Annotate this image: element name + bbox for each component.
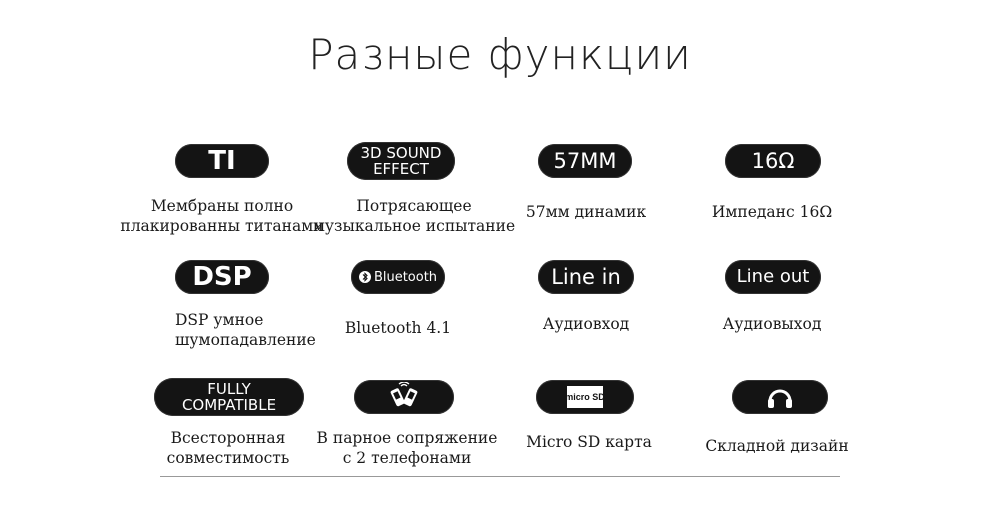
feature-label: Импеданс 16Ω <box>711 203 833 221</box>
line-in-badge: Line in <box>538 260 634 294</box>
line-out-badge: Line out <box>725 260 821 294</box>
fully-compatible-badge-text: FULLY COMPATIBLE <box>181 380 277 414</box>
ti-badge: TI <box>175 144 269 178</box>
feature-foldable: Складной дизайн <box>672 378 882 488</box>
feature-compatibility: FULLY COMPATIBLE Всесторонная совместимо… <box>123 378 333 488</box>
feature-dsp: DSP DSP умное шумопадавление <box>117 258 327 368</box>
feature-label: Micro SD карта <box>526 433 652 451</box>
feature-line-in: Line in Аудиовход <box>481 258 691 368</box>
feature-57mm: 57MM 57мм динамик <box>481 142 691 252</box>
feature-micro-sd: micro SD Micro SD карта <box>484 378 694 488</box>
feature-label: Всесторонная совместимость <box>166 429 290 467</box>
16ohm-badge: 16Ω <box>725 144 821 178</box>
dual-pairing-badge <box>354 380 454 414</box>
two-phones-icon <box>390 382 418 407</box>
bluetooth-icon <box>358 271 371 283</box>
feature-label: Аудиовыход <box>722 315 822 333</box>
bottom-divider <box>160 476 840 477</box>
micro-sd-badge: micro SD <box>536 380 634 414</box>
micro-sd-icon: micro SD <box>565 386 605 408</box>
57mm-badge: 57MM <box>538 144 632 178</box>
line-out-badge-text: Line out <box>736 266 810 287</box>
feature-label: Складной дизайн <box>705 437 849 455</box>
feature-label: Аудиовход <box>542 315 630 333</box>
feature-label: Bluetooth 4.1 <box>344 319 452 337</box>
feature-impedance: 16Ω Импеданс 16Ω <box>667 142 877 252</box>
feature-dual-pairing: В парное сопряжение с 2 телефонами <box>302 378 512 488</box>
line-in-badge-text: Line in <box>551 264 621 289</box>
16ohm-badge-text: 16Ω <box>751 148 795 173</box>
57mm-badge-text: 57MM <box>553 148 617 173</box>
feature-label: В парное сопряжение с 2 телефонами <box>316 429 498 467</box>
feature-bluetooth: Bluetooth Bluetooth 4.1 <box>293 258 503 368</box>
foldable-badge <box>732 380 828 414</box>
feature-titanium: TI Мембраны полно плакированны титанами <box>117 142 327 252</box>
feature-label: Потрясающее музыкальное испытание <box>312 197 516 235</box>
3d-sound-badge-text: 3D SOUND EFFECT <box>360 144 442 178</box>
feature-line-out: Line out Аудиовыход <box>667 258 877 368</box>
dsp-badge: DSP <box>175 260 269 294</box>
feature-label: 57мм динамик <box>525 203 647 221</box>
3d-sound-badge: 3D SOUND EFFECT <box>347 142 455 180</box>
ti-badge-text: TI <box>208 146 236 176</box>
bluetooth-badge: Bluetooth <box>351 260 445 294</box>
micro-sd-icon-text: micro SD <box>565 392 605 402</box>
dsp-badge-text: DSP <box>192 262 252 292</box>
feature-label: Мембраны полно плакированны титанами <box>120 197 324 235</box>
page-title: Разные функции <box>308 30 692 79</box>
headphones-icon <box>768 389 792 408</box>
feature-label: DSP умное шумопадавление <box>175 311 316 349</box>
fully-compatible-badge: FULLY COMPATIBLE <box>154 378 304 416</box>
feature-3d-sound: 3D SOUND EFFECT Потрясающее музыкальное … <box>309 142 519 252</box>
bluetooth-badge-text: Bluetooth <box>373 269 438 285</box>
